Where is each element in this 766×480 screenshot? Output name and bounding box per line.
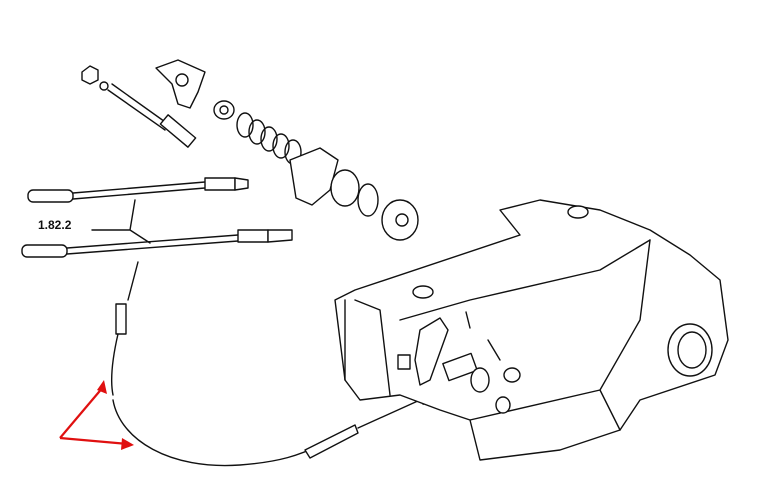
flange (155, 59, 206, 109)
highlight-arrows (59, 380, 134, 450)
part-reference-label: 1.82.2 (38, 218, 72, 232)
transmission-housing (334, 199, 729, 461)
sleeve (159, 114, 197, 148)
control-rod-upper (27, 177, 249, 203)
spring (236, 112, 302, 165)
bolt (81, 65, 169, 131)
cam-assembly (289, 147, 419, 241)
washer (213, 100, 235, 120)
control-rod-lower (21, 229, 293, 258)
